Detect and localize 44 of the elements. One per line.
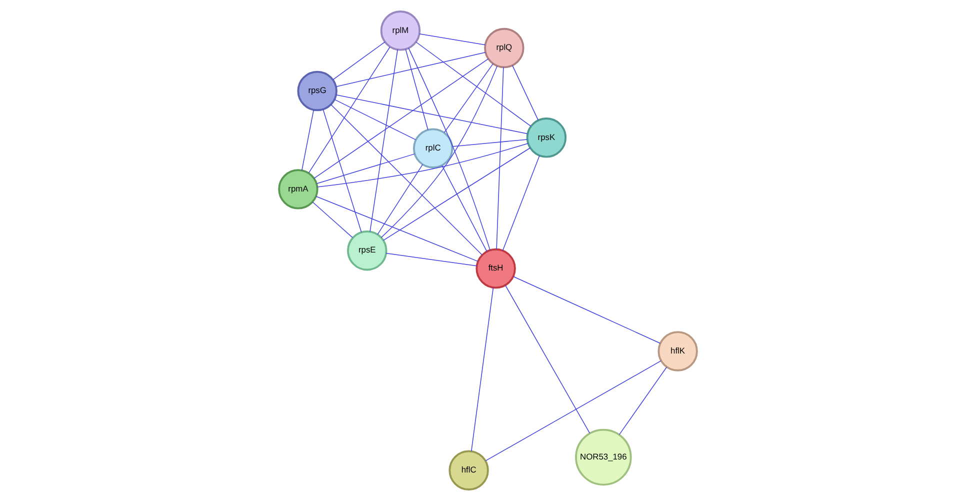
connector (334, 99, 416, 140)
connector (512, 276, 660, 344)
connector (312, 202, 352, 238)
connector (404, 48, 428, 130)
connector (496, 66, 504, 250)
connector (308, 46, 390, 174)
connector (313, 58, 488, 179)
connector (452, 139, 528, 147)
connector (322, 108, 362, 233)
node-circle: hflC (448, 450, 488, 490)
node-circle: rpsE (346, 230, 387, 271)
connector (470, 287, 494, 452)
connector (369, 49, 398, 232)
connector (418, 33, 486, 46)
connector (335, 94, 528, 134)
node-circle: hflK (657, 331, 698, 372)
connector (301, 110, 314, 171)
connector (504, 284, 590, 434)
connector (315, 196, 478, 262)
node-circle: rpsK (526, 118, 566, 158)
connector (376, 164, 423, 235)
connector (316, 154, 414, 184)
connector (484, 360, 661, 462)
node-circle: NOR53_196 (574, 428, 632, 486)
connector (443, 63, 493, 133)
connector (316, 143, 528, 188)
connector (441, 165, 487, 252)
node-circle: rplM (380, 10, 420, 51)
connector (408, 48, 490, 251)
node-circle: rplC (412, 128, 453, 168)
node-circle: rpsG (296, 70, 337, 112)
connector (512, 65, 538, 121)
connector (382, 148, 530, 241)
connector (332, 42, 385, 80)
connector (385, 252, 477, 266)
connector (380, 66, 498, 238)
connector (415, 42, 531, 127)
node-circle: ftsH (475, 248, 516, 289)
connector (335, 52, 486, 87)
connector (330, 104, 482, 256)
connector (502, 155, 540, 251)
node-circle: rpmA (278, 169, 318, 210)
connector (618, 366, 667, 435)
node-circle: rplQ (484, 28, 524, 68)
